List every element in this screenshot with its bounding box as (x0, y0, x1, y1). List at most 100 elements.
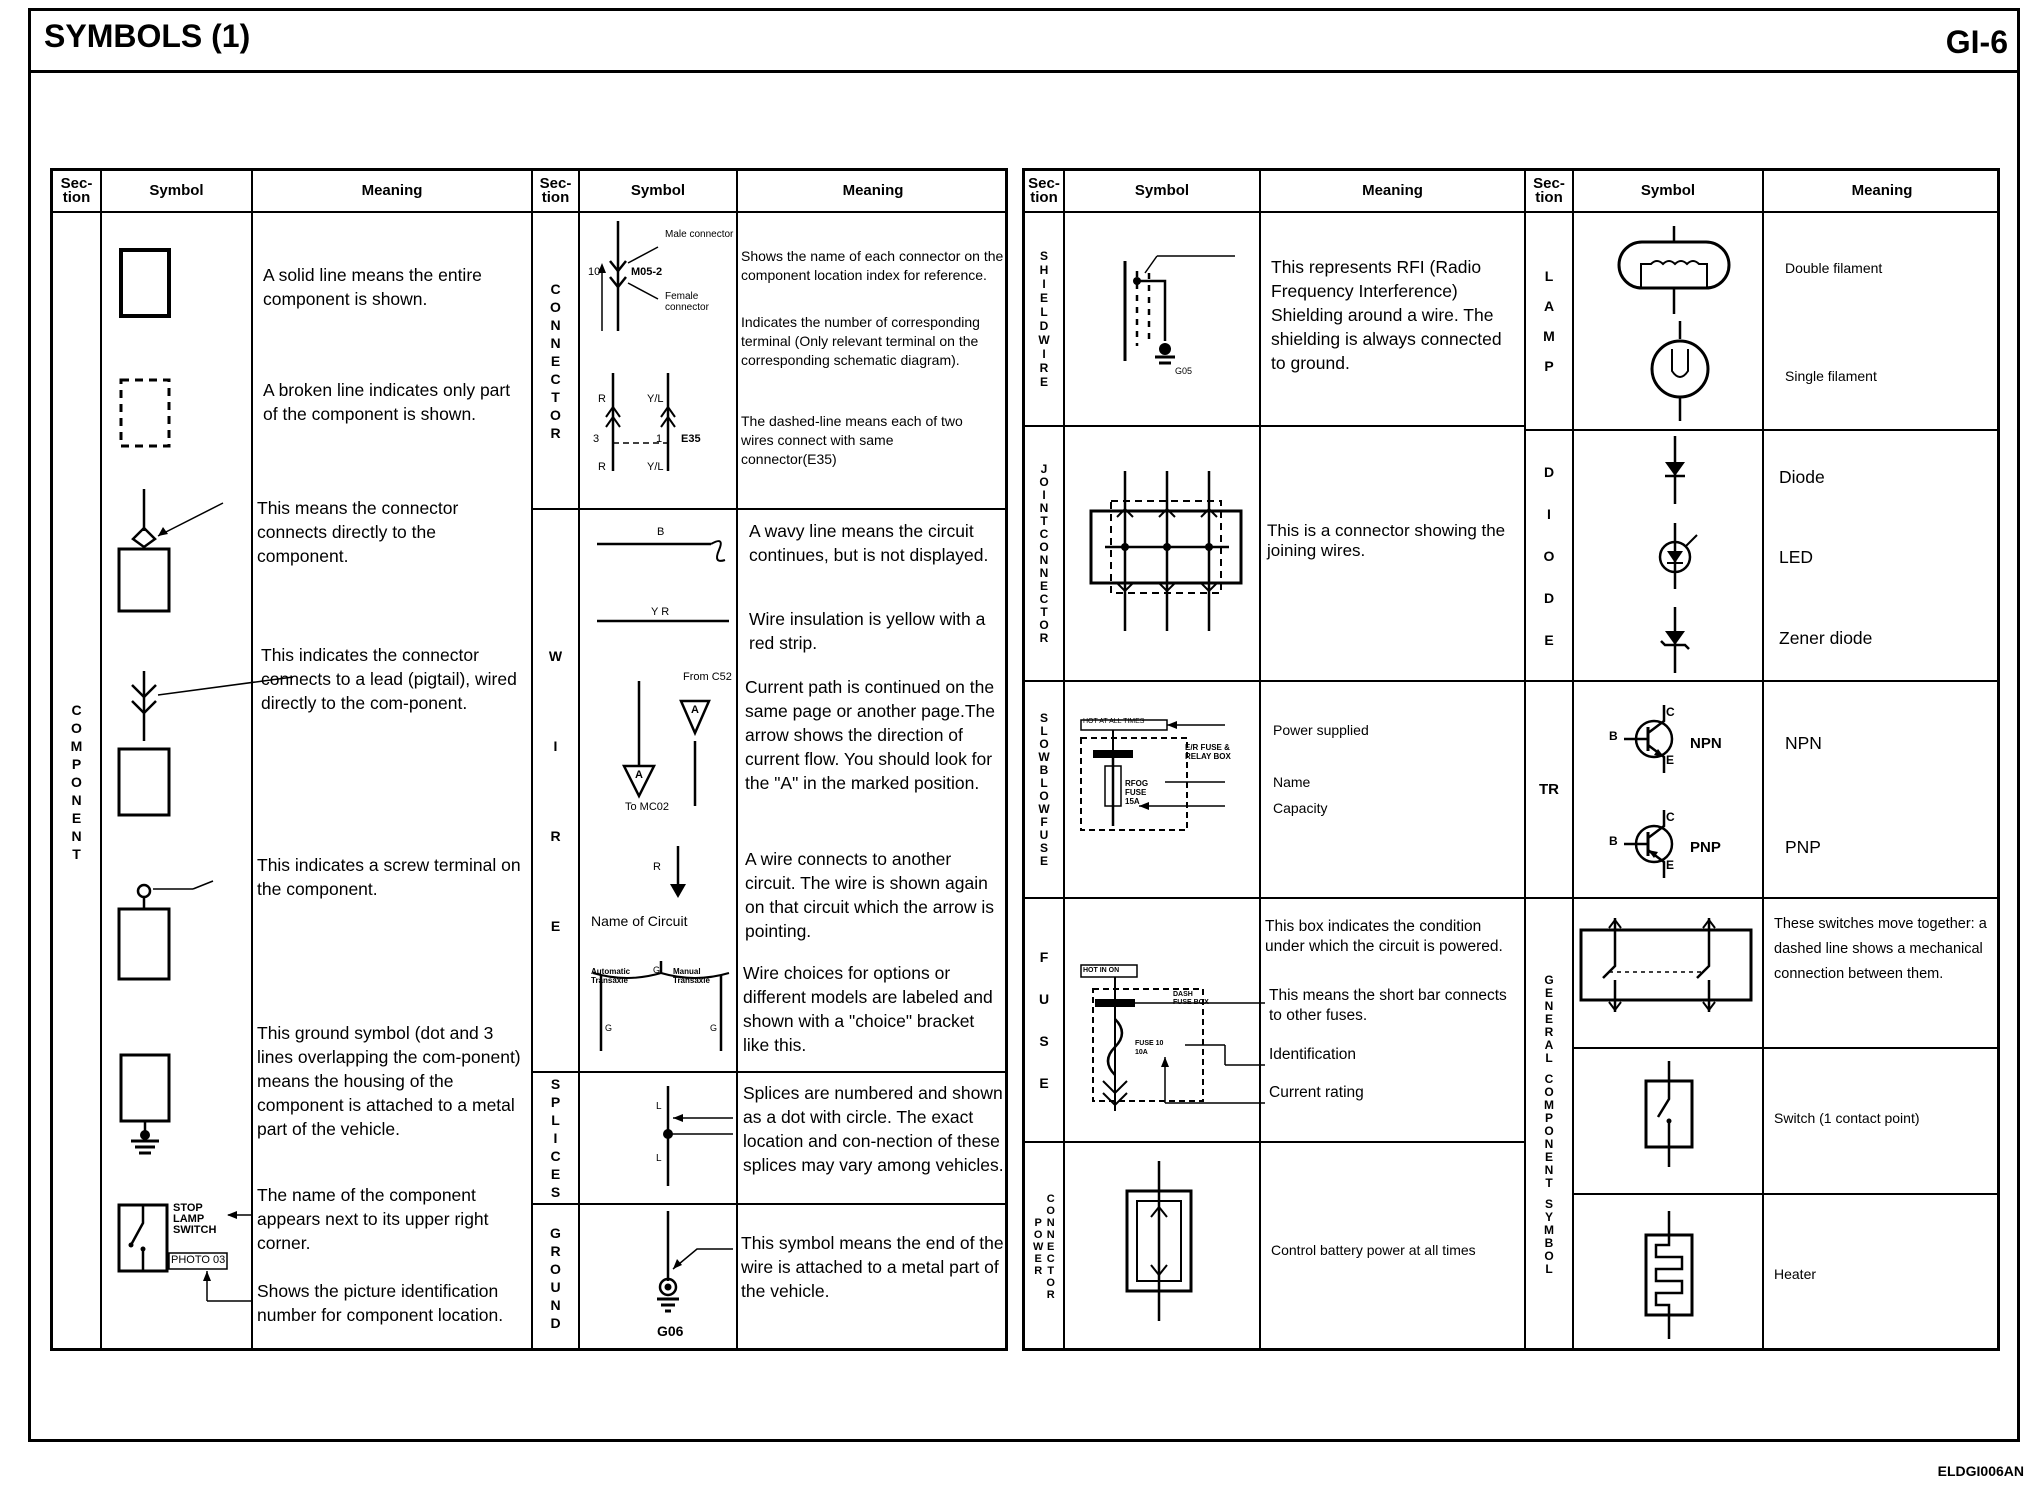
label-g-right: G (710, 1023, 718, 1033)
label-hot-all-times: HOT AT ALL TIMES (1083, 718, 1145, 725)
label-g-top: G (653, 965, 661, 975)
meaning-zener: Zener diode (1779, 628, 1873, 648)
fuse-icon (1080, 964, 1265, 1111)
meaning-led: LED (1779, 547, 1814, 567)
solid-box-icon (119, 248, 171, 318)
choice-bracket-icon (592, 961, 730, 1051)
circuit-arrow-icon (670, 846, 686, 898)
meaning-single-filament: Single filament (1785, 368, 1877, 384)
meaning-fuse-box: This box indicates the condition under w… (1265, 918, 1503, 955)
screw-terminal-icon (117, 880, 214, 981)
double-filament-lamp-icon (1617, 226, 1731, 314)
npn-transistor-icon (1624, 705, 1674, 773)
ground-component-icon (119, 1053, 171, 1155)
zener-diode-icon (1660, 607, 1690, 673)
header-section-2: Sec-tion (539, 175, 572, 206)
label-wire-yr: Y R (651, 606, 670, 618)
label-wire-r: R (653, 861, 661, 873)
meaning-pnp: PNP (1785, 837, 1821, 857)
broken-box-icon (119, 378, 171, 448)
label-hot-in-on: HOT IN ON (1083, 967, 1120, 974)
label-e35: E35 (681, 433, 701, 445)
power-connector-icon (1125, 1161, 1193, 1321)
label-female-connector: Female connector (665, 291, 709, 313)
header-section-3: Sec-tion (1028, 175, 1060, 206)
label-a-upper: A (691, 704, 699, 716)
label-name-of-circuit: Name of Circuit (591, 913, 688, 929)
header-meaning-2: Meaning (842, 182, 904, 199)
stop-lamp-switch-icon (117, 1203, 253, 1302)
header-meaning-4: Meaning (1851, 182, 1913, 199)
meaning-wavy-line: A wavy line means the circuit continues,… (749, 521, 989, 565)
header-symbol-4: Symbol (1640, 182, 1696, 199)
meaning-connector-name: Shows the name of each connector on the … (741, 248, 1004, 283)
header-symbol: Symbol (149, 182, 204, 199)
meaning-direct-connector: This means the connector connects direct… (257, 498, 459, 566)
label-g-left: G (605, 1023, 613, 1033)
header-section: Sec-tion (60, 175, 93, 206)
connector-name-icon (598, 221, 676, 471)
right-symbols-table: Sec-tion Symbol Meaning Sec-tion Symbol … (1022, 168, 2000, 1351)
label-switch: SWITCH (173, 1224, 217, 1236)
label-male-connector: Male connector (665, 229, 734, 240)
page-title: SYMBOLS (1) (44, 18, 251, 54)
label-npn-symbol: NPN (1690, 735, 1722, 752)
header-meaning-3: Meaning (1362, 182, 1423, 199)
shield-wire-icon (1123, 255, 1235, 365)
label-manual-transaxle: Manual Transaxle (673, 967, 710, 985)
wavy-wire-icon (597, 540, 726, 562)
meaning-current-rating: Current rating (1269, 1084, 1364, 1101)
meaning-npn: NPN (1785, 733, 1822, 753)
meaning-component-name: The name of the component appears next t… (257, 1185, 489, 1253)
label-10a: 10A (1135, 1049, 1148, 1056)
label-a-lower: A (635, 769, 643, 781)
pnp-transistor-icon (1624, 810, 1674, 878)
slow-blow-fuse-icon (1080, 719, 1225, 831)
page-number: GI-6 (1945, 24, 2008, 60)
left-symbols-table: Sec-tion Symbol Meaning Sec-tion Symbol … (50, 168, 1008, 1351)
pigtail-connector-icon (117, 671, 294, 817)
meaning-pigtail: This indicates the connector connects to… (261, 645, 517, 713)
label-npn-emitter: E (1666, 753, 1675, 767)
joint-connector-icon (1089, 471, 1243, 631)
figure-code: ELDGI006AN (1937, 1463, 2024, 1479)
meaning-ground: This symbol means the end of the wire is… (741, 1233, 1004, 1301)
meaning-wire-connects: A wire connects to another circuit. The … (745, 849, 994, 941)
meaning-short-bar: This means the short bar connects to oth… (1269, 987, 1507, 1024)
label-m05-2: M05-2 (631, 266, 663, 278)
switch-1-contact-icon (1644, 1061, 1694, 1167)
header-section-4: Sec-tion (1533, 175, 1565, 206)
diode-icon (1665, 436, 1685, 504)
meaning-dashed-connector: The dashed-line means each of two wires … (741, 413, 963, 467)
label-automatic-transaxle: Automatic Transaxle (591, 967, 631, 985)
label-fuse: FUSE (1125, 788, 1147, 797)
label-rfog: RFOG (1125, 779, 1149, 788)
label-terminal-10: 10 (588, 266, 601, 278)
current-path-icon (621, 681, 711, 806)
meaning-splices: Splices are numbered and shown as a dot … (743, 1083, 1004, 1175)
label-wire-b: B (657, 526, 665, 538)
meaning-fuse-capacity: Capacity (1273, 800, 1328, 816)
header-rule (28, 70, 2020, 73)
meaning-screw-terminal: This indicates a screw terminal on the c… (257, 855, 521, 899)
label-wire-r-top: R (598, 393, 606, 405)
label-stop: STOP (173, 1202, 203, 1214)
meaning-diode: Diode (1779, 467, 1825, 487)
label-pnp-symbol: PNP (1690, 839, 1721, 856)
meaning-switch-1-contact: Switch (1 contact point) (1774, 1110, 1920, 1126)
label-pin-1: 1 (656, 433, 663, 445)
label-from-c52: From C52 (683, 671, 732, 683)
meaning-solid-line: A solid line means the entire component … (263, 265, 482, 309)
